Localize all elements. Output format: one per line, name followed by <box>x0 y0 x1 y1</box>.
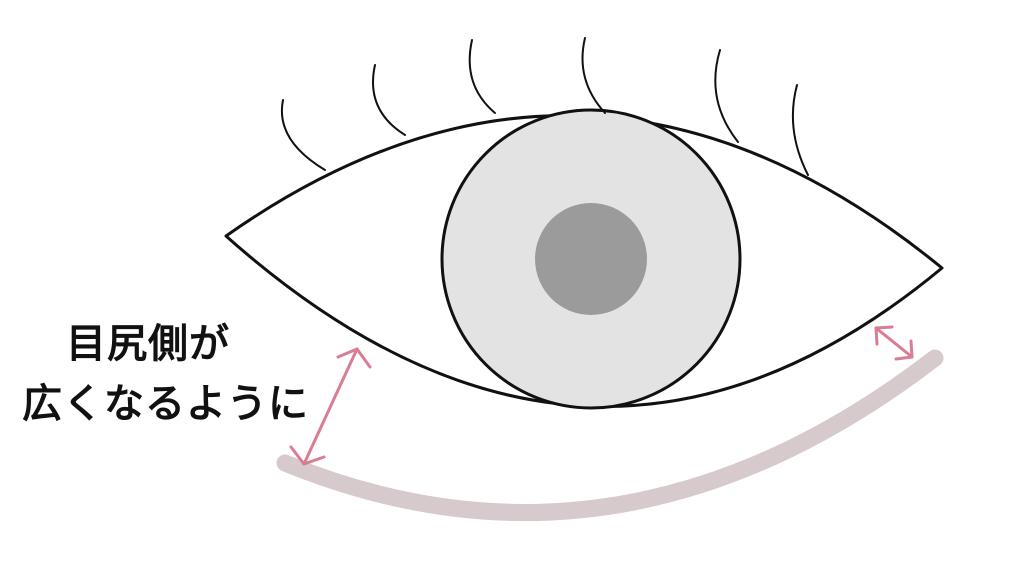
eyelashes <box>280 37 809 176</box>
eyelash-2 <box>372 64 406 136</box>
eyelash-5 <box>714 49 739 143</box>
caption: 目尻側が 広くなるように <box>22 314 312 434</box>
lower-lid-line <box>276 349 944 521</box>
pupil <box>535 203 647 315</box>
eyelash-6 <box>791 84 809 176</box>
caption-line-2: 広くなるように <box>22 381 309 427</box>
left-double-arrow-icon <box>289 347 372 466</box>
caption-line-1: 目尻側が <box>66 321 230 367</box>
eyelash-1 <box>280 99 326 171</box>
eyelash-3 <box>468 39 496 114</box>
eyelash-4 <box>581 37 606 114</box>
right-double-arrow-icon <box>874 325 914 361</box>
